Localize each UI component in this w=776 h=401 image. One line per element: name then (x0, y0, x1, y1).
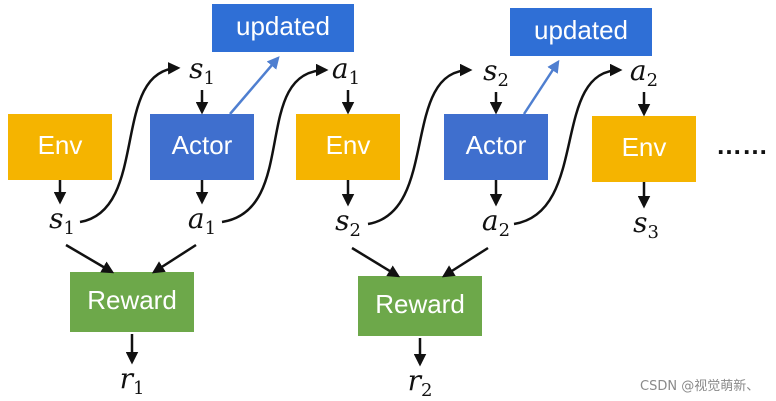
state-s1-bottom: s1 (49, 202, 75, 239)
vertical-arrows (53, 90, 651, 367)
updated-label-1: updated (236, 11, 330, 41)
reward-box-1: Reward (70, 272, 194, 332)
state-s1-top: s1 (189, 52, 215, 89)
env-label-3: Env (622, 132, 667, 162)
env-box-2: Env (296, 114, 400, 180)
action-a2-top: a2 (630, 54, 658, 91)
actor-box-1: Actor (150, 114, 254, 180)
reward-r1: r1 (120, 362, 145, 399)
actor-label-2: Actor (466, 130, 527, 160)
env-box-1: Env (8, 114, 112, 180)
actor-box-2: Actor (444, 114, 548, 180)
state-s2-bottom: s2 (335, 204, 361, 241)
action-a1-bottom: a1 (188, 202, 216, 239)
env-label-2: Env (326, 130, 371, 160)
updated-box-2: updated (510, 8, 652, 56)
actor-label-1: Actor (172, 130, 233, 160)
reward-input-arrows (65, 243, 489, 278)
state-s2-top: s2 (483, 54, 509, 91)
curved-arrows (79, 62, 623, 226)
reward-box-2: Reward (358, 276, 482, 336)
reward-label-1: Reward (87, 285, 177, 315)
updated-box-1: updated (212, 4, 354, 52)
continuation-ellipsis: …… (716, 130, 768, 160)
update-arrows (229, 56, 560, 115)
action-a2-bottom: a2 (482, 204, 510, 241)
state-s3-bottom: s3 (633, 206, 659, 243)
watermark: CSDN @视觉萌新、 (640, 378, 759, 394)
env-label-1: Env (38, 130, 83, 160)
action-a1-top: a1 (332, 52, 360, 89)
reward-r2: r2 (408, 364, 433, 401)
env-box-3: Env (592, 116, 696, 182)
reward-label-2: Reward (375, 289, 465, 319)
updated-label-2: updated (534, 15, 628, 45)
